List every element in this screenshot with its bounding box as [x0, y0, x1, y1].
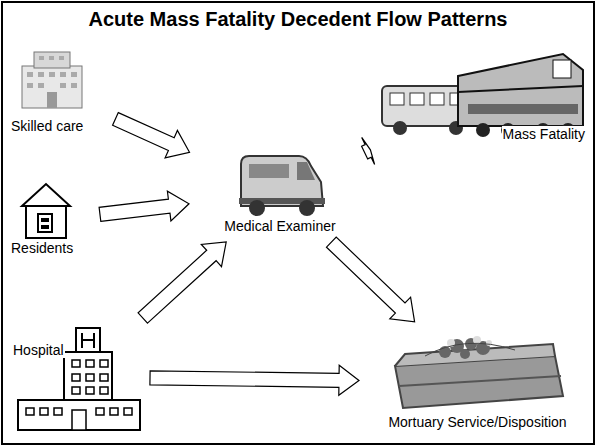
block-arrow	[150, 365, 359, 395]
node-label: Residents	[10, 240, 74, 256]
icon-node: Skilled care	[10, 48, 110, 140]
node-label: Medical Examiner	[223, 218, 336, 234]
icon-node: Mortuary Service/Disposition	[365, 326, 590, 438]
node-illustration	[14, 48, 94, 112]
node-label: Mortuary Service/Disposition	[387, 414, 567, 430]
icon-node: Residents	[10, 180, 94, 260]
icon-node: Hospital	[12, 322, 144, 432]
icon-node: Mass Fatality	[370, 46, 588, 150]
node-label: Mass Fatality	[502, 126, 586, 142]
node-illustration	[235, 148, 329, 218]
block-arrow	[327, 237, 415, 322]
block-arrow	[362, 137, 375, 164]
diagram-title: Acute Mass Fatality Decedent Flow Patter…	[0, 8, 596, 31]
block-arrow	[138, 242, 226, 323]
node-illustration	[14, 324, 144, 432]
node-illustration	[385, 326, 569, 412]
node-label: Skilled care	[10, 118, 84, 134]
node-illustration	[16, 180, 76, 240]
block-arrow	[113, 113, 190, 158]
node-label: Hospital	[12, 342, 65, 358]
icon-node: Medical Examiner	[195, 148, 365, 238]
block-arrow	[99, 191, 189, 221]
